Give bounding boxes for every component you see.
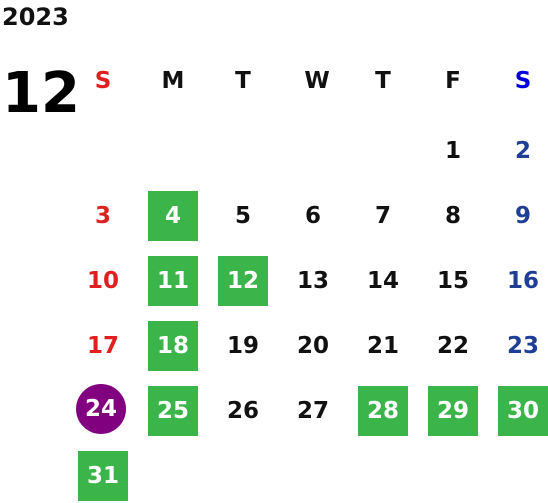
weekday-sunday: S (94, 68, 112, 94)
day-cell[interactable]: 15 (436, 268, 469, 294)
day-cell[interactable]: 21 (366, 333, 399, 359)
day-cell[interactable]: 8 (444, 203, 461, 229)
day-cell[interactable]: 10 (86, 268, 119, 294)
month-number: 12 (2, 61, 80, 126)
weekday-thursday: T (375, 68, 391, 94)
weekday-saturday: S (514, 68, 532, 94)
day-cell[interactable]: 13 (296, 268, 329, 294)
day-cell[interactable]: 12 (218, 256, 268, 306)
day-cell[interactable]: 28 (358, 386, 408, 436)
weekday-tuesday: T (235, 68, 251, 94)
year-label: 2023 (2, 3, 69, 31)
day-cell[interactable]: 5 (234, 203, 251, 229)
day-cell[interactable]: 2 (514, 138, 531, 164)
day-cell[interactable]: 17 (86, 333, 119, 359)
day-cell[interactable]: 11 (148, 256, 198, 306)
day-cell[interactable]: 20 (296, 333, 329, 359)
day-cell[interactable]: 3 (94, 203, 111, 229)
day-cell[interactable]: 22 (436, 333, 469, 359)
day-cell[interactable]: 25 (148, 386, 198, 436)
day-cell[interactable]: 9 (514, 203, 531, 229)
day-cell[interactable]: 27 (296, 398, 329, 424)
day-cell[interactable]: 7 (374, 203, 391, 229)
day-cell[interactable]: 18 (148, 321, 198, 371)
day-cell[interactable]: 19 (226, 333, 259, 359)
day-cell[interactable]: 16 (506, 268, 539, 294)
day-cell[interactable]: 23 (506, 333, 539, 359)
weekday-monday: M (161, 68, 185, 94)
day-cell[interactable]: 1 (444, 138, 461, 164)
day-cell[interactable]: 4 (148, 191, 198, 241)
weekday-wednesday: W (304, 68, 330, 94)
day-cell[interactable]: 29 (428, 386, 478, 436)
day-cell[interactable]: 6 (304, 203, 321, 229)
day-cell[interactable]: 31 (78, 451, 128, 501)
day-cell-today[interactable]: 24 (76, 384, 126, 434)
day-cell[interactable]: 26 (226, 398, 259, 424)
day-cell[interactable]: 14 (366, 268, 399, 294)
weekday-friday: F (445, 68, 461, 94)
day-cell[interactable]: 30 (498, 386, 548, 436)
